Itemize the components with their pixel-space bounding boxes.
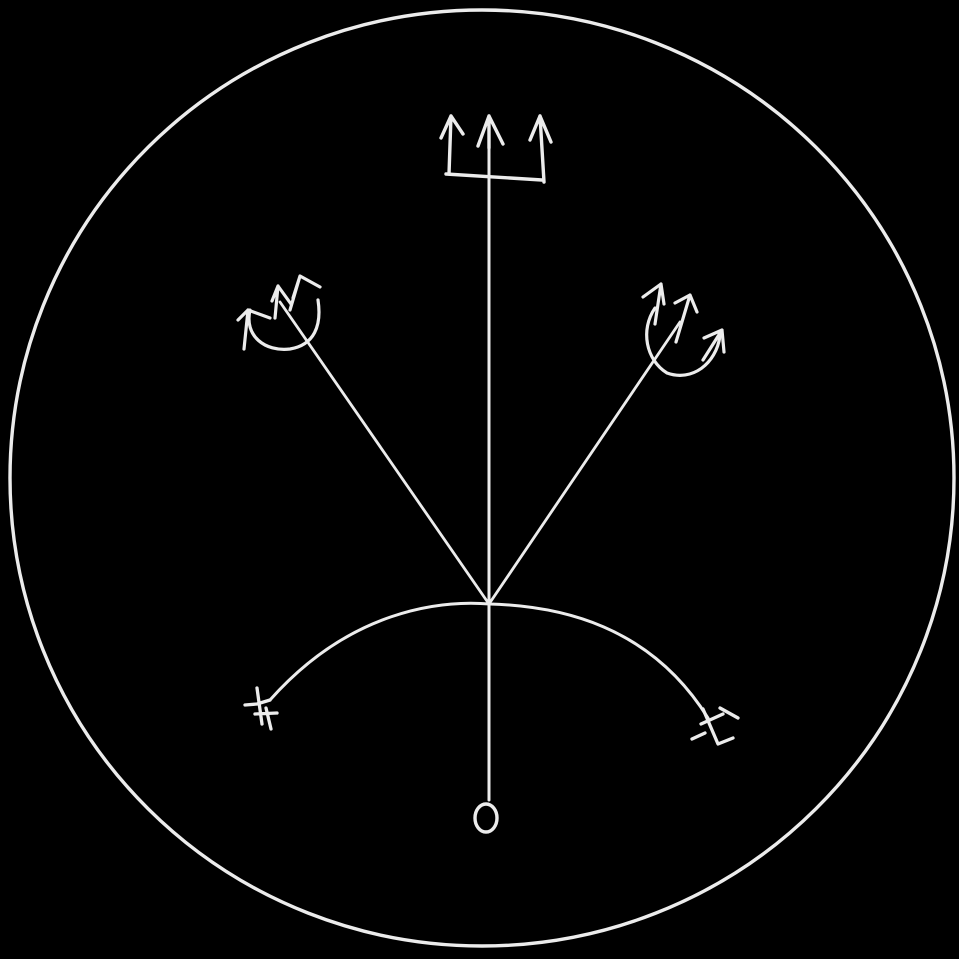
- sigil-drawing: [0, 0, 959, 959]
